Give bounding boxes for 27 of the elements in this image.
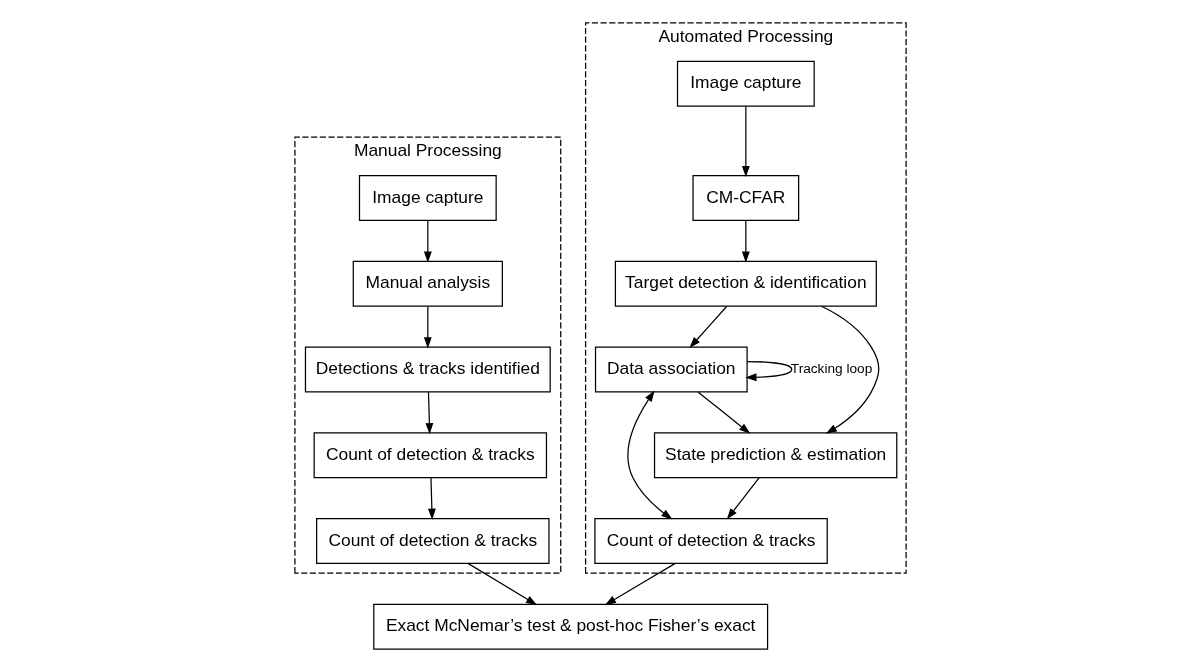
- arrow: [741, 220, 750, 263]
- arrow: [466, 562, 537, 606]
- node-box: Exact McNemar’s test & post-hoc Fisher’s exact: [372, 603, 768, 650]
- node-box: Count of detection & tracks: [593, 517, 828, 564]
- node-box: Count of detection & tracks: [313, 432, 547, 479]
- node-box: Data association: [594, 346, 748, 393]
- arrow: [604, 562, 676, 606]
- node-box: Image capture: [358, 175, 497, 222]
- arrow: [423, 305, 432, 349]
- arrow: [697, 391, 750, 434]
- arrow: [820, 305, 879, 434]
- arrow: [427, 477, 436, 520]
- arrow: [424, 391, 433, 435]
- node-box: Detections & tracks identified: [304, 346, 551, 393]
- node-box: Manual analysis: [352, 260, 503, 307]
- node-box: CM-CFAR: [691, 175, 799, 222]
- arrow: [744, 361, 792, 382]
- node-box: Image capture: [676, 60, 815, 107]
- arrow: [626, 390, 673, 520]
- arrow: [741, 105, 750, 178]
- node-box: State prediction & estimation: [653, 432, 897, 479]
- arrow: [423, 220, 432, 263]
- edge-label: Tracking loop: [790, 360, 872, 376]
- arrow: [726, 477, 760, 520]
- arrow: [688, 305, 727, 348]
- node-box: Target detection & identification: [614, 260, 877, 307]
- node-box: Count of detection & tracks: [315, 517, 550, 564]
